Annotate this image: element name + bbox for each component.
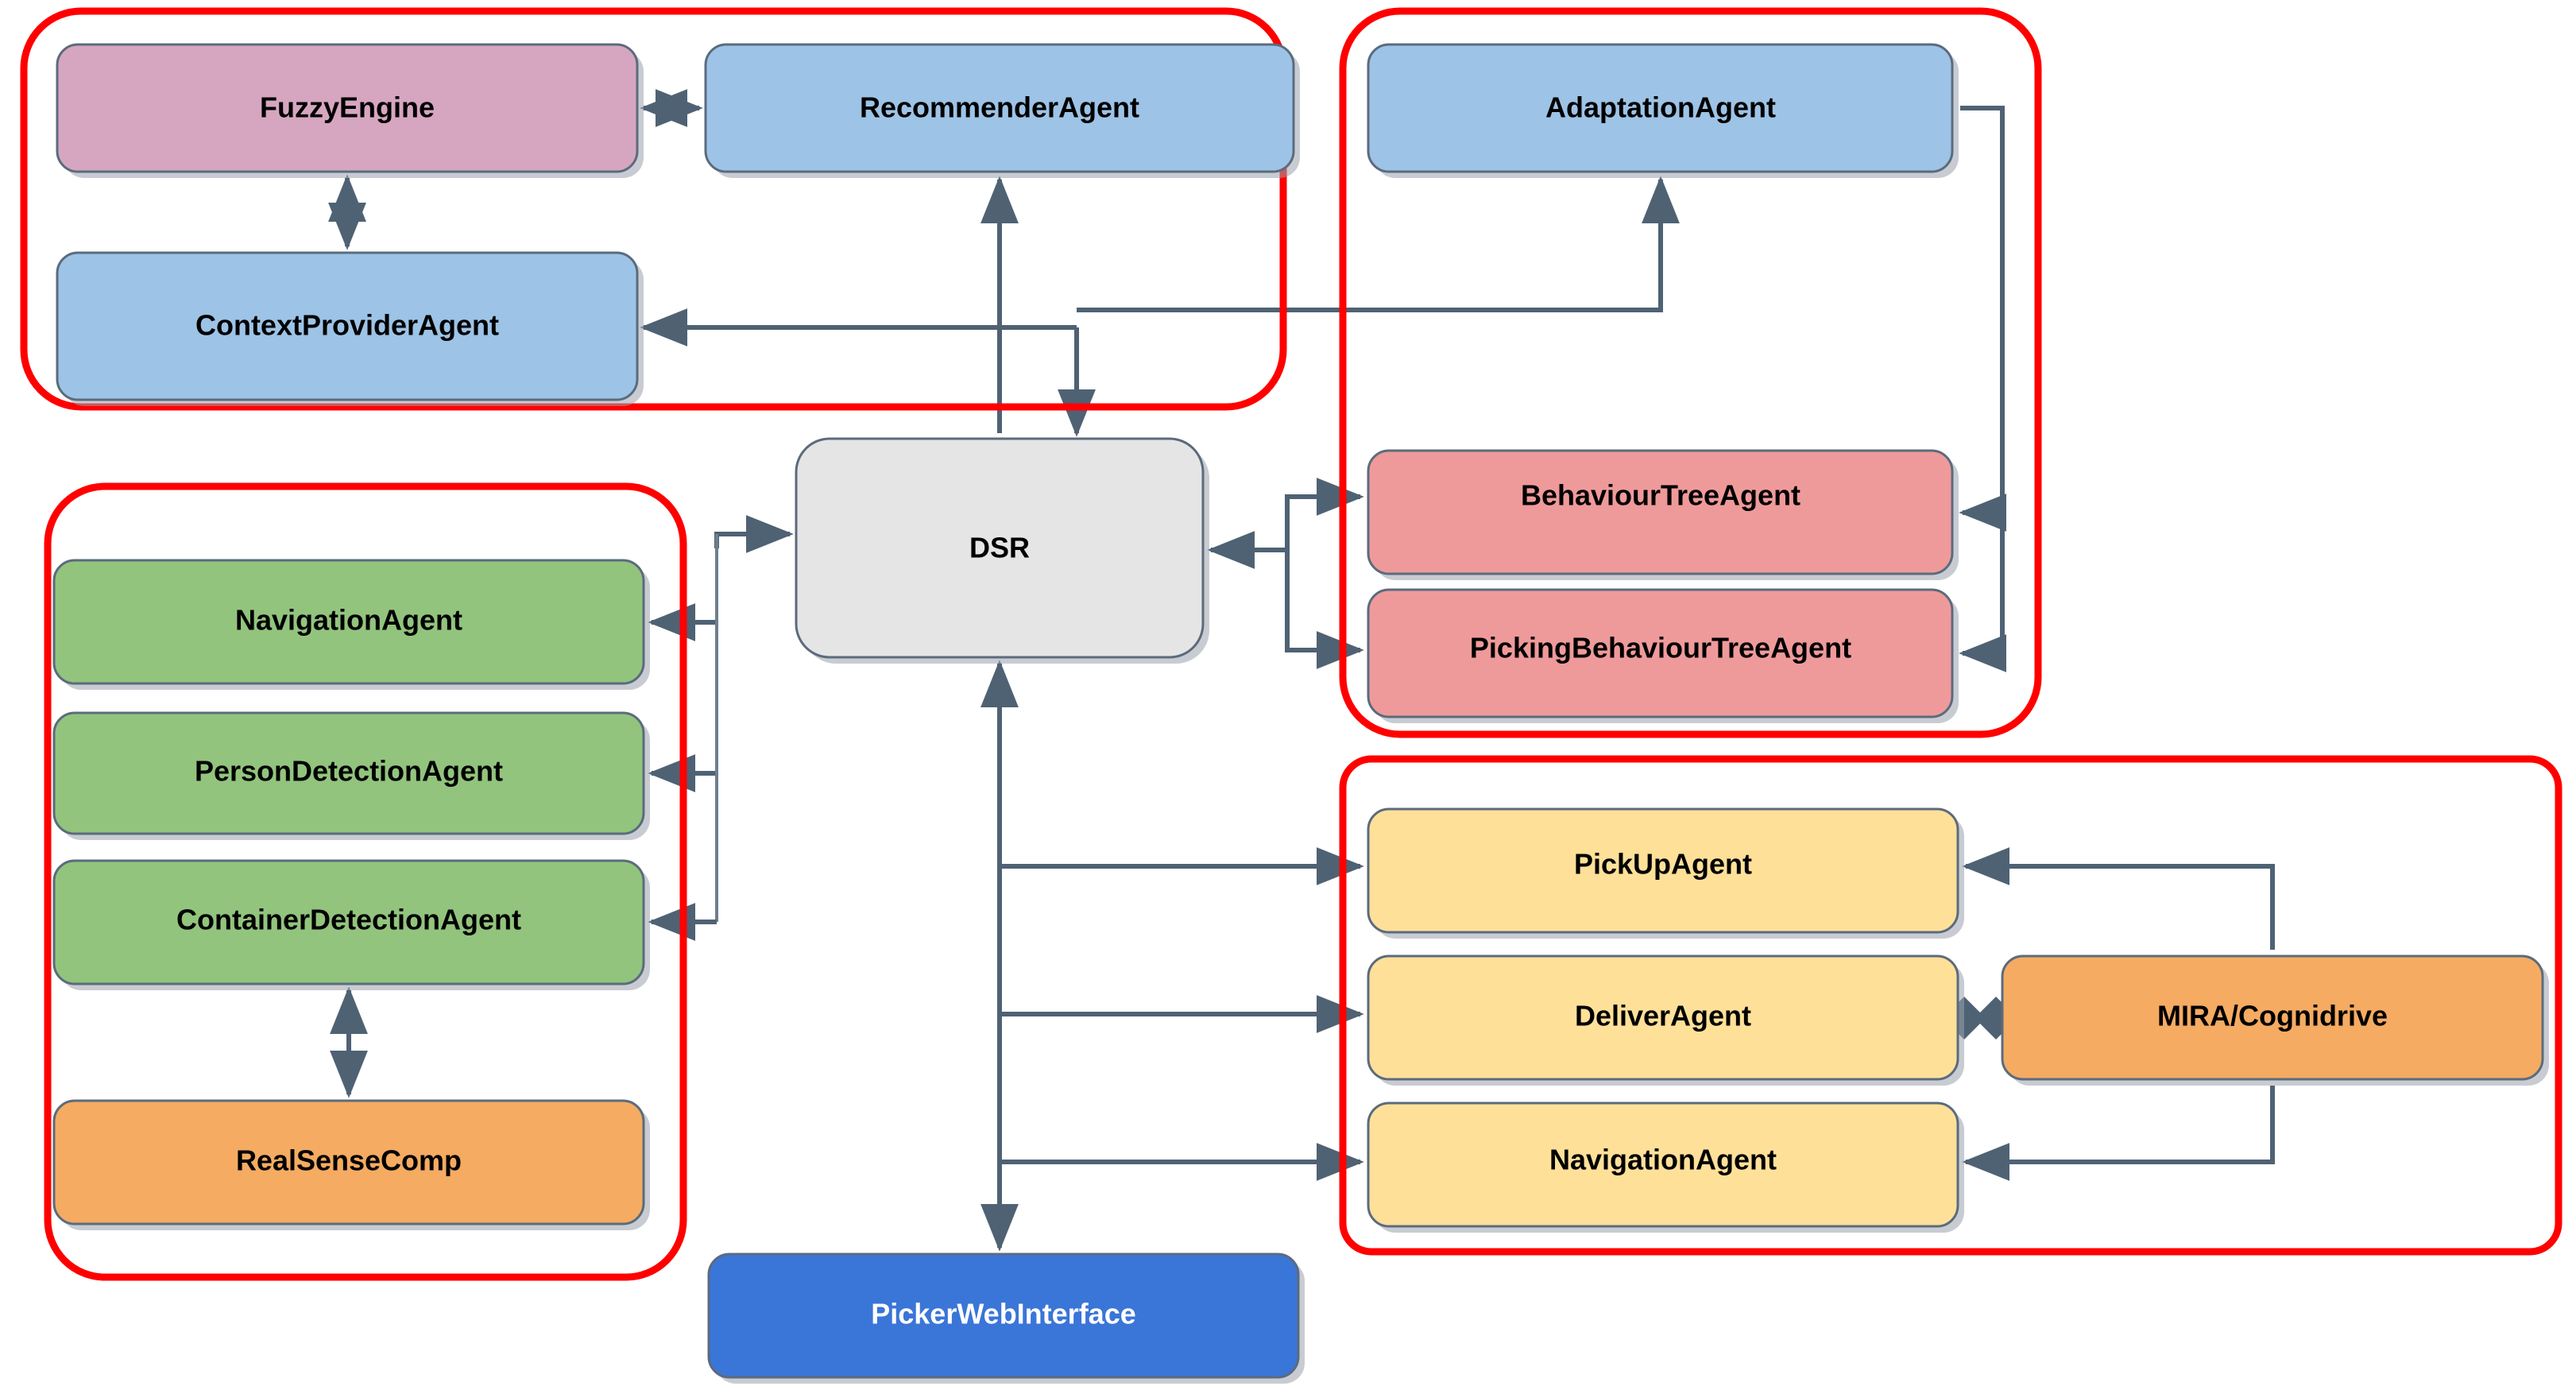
node-label-adaptation-agent: AdaptationAgent <box>1545 91 1776 124</box>
edge-adaptationagent-to-pickingbehaviourtreeagent <box>1959 513 2007 672</box>
node-fuzzy-engine[interactable]: FuzzyEngine <box>56 43 644 178</box>
node-label-fuzzy-engine: FuzzyEngine <box>260 91 435 124</box>
edge-layer <box>328 89 2275 1252</box>
node-label-behaviour-tree-agent: BehaviourTreeAgent <box>1521 479 1800 512</box>
node-person-detection-agent[interactable]: PersonDetectionAgent <box>52 711 650 840</box>
edge-dsr-to-adaptationagent <box>1077 176 1680 312</box>
node-label-recommender-agent: RecommenderAgent <box>860 91 1139 124</box>
node-label-person-detection-agent: PersonDetectionAgent <box>195 755 503 788</box>
node-mira-cognidrive[interactable]: MIRA/Cognidrive <box>2001 954 2549 1086</box>
edge-bus-to-pickingbehaviourtreeagent <box>1285 550 1364 669</box>
node-navigation-agent-execution[interactable]: NavigationAgent <box>1367 1102 1964 1233</box>
node-label-deliver-agent: DeliverAgent <box>1575 1000 1751 1032</box>
node-label-container-detection-agent: ContainerDetectionAgent <box>176 904 521 936</box>
node-label-picker-web-interface: PickerWebInterface <box>871 1298 1136 1330</box>
node-navigation-agent-perception[interactable]: NavigationAgent <box>52 559 650 690</box>
node-dsr[interactable]: DSR <box>795 437 1209 664</box>
node-layer: FuzzyEngine RecommenderAgent ContextProv… <box>52 43 2549 1384</box>
node-behaviour-tree-agent[interactable]: BehaviourTreeAgent <box>1367 449 1959 580</box>
node-label-navigation-agent-execution: NavigationAgent <box>1549 1144 1777 1176</box>
node-picker-web-interface[interactable]: PickerWebInterface <box>707 1253 1305 1384</box>
group-execution <box>1339 755 2562 1256</box>
node-picking-behaviour-tree-agent[interactable]: PickingBehaviourTreeAgent <box>1367 588 1959 723</box>
node-label-mira-cognidrive: MIRA/Cognidrive <box>2157 1000 2388 1032</box>
node-label-dsr: DSR <box>969 532 1030 564</box>
node-label-navigation-agent-perception: NavigationAgent <box>235 604 462 637</box>
group-adaptation <box>1339 7 2042 738</box>
node-label-picking-behaviour-tree-agent: PickingBehaviourTreeAgent <box>1470 632 1851 664</box>
node-label-pick-up-agent: PickUpAgent <box>1574 848 1752 881</box>
edge-adaptationagent-spine <box>1959 106 2007 532</box>
node-adaptation-agent[interactable]: AdaptationAgent <box>1367 43 1959 178</box>
node-container-detection-agent[interactable]: ContainerDetectionAgent <box>52 859 650 990</box>
edge-miracognidrive-to-navigationagent-execution <box>1962 1086 2275 1181</box>
edge-dsr-perception-bus-in <box>714 515 794 553</box>
node-recommender-agent[interactable]: RecommenderAgent <box>704 43 1300 178</box>
node-pick-up-agent[interactable]: PickUpAgent <box>1367 807 1964 939</box>
group-layer <box>20 7 2562 1281</box>
group-perception <box>44 482 687 1281</box>
edge-miracognidrive-to-pickupagent <box>1962 847 2275 950</box>
edge-bus-to-behaviourtreeagent <box>1285 478 1364 550</box>
node-context-provider-agent[interactable]: ContextProviderAgent <box>56 251 644 406</box>
node-deliver-agent[interactable]: DeliverAgent <box>1367 954 1964 1086</box>
node-label-real-sense-comp: RealSenseComp <box>236 1144 462 1177</box>
node-real-sense-comp[interactable]: RealSenseComp <box>52 1099 650 1230</box>
group-recommendation <box>20 7 1287 411</box>
node-label-context-provider-agent: ContextProviderAgent <box>195 309 499 342</box>
